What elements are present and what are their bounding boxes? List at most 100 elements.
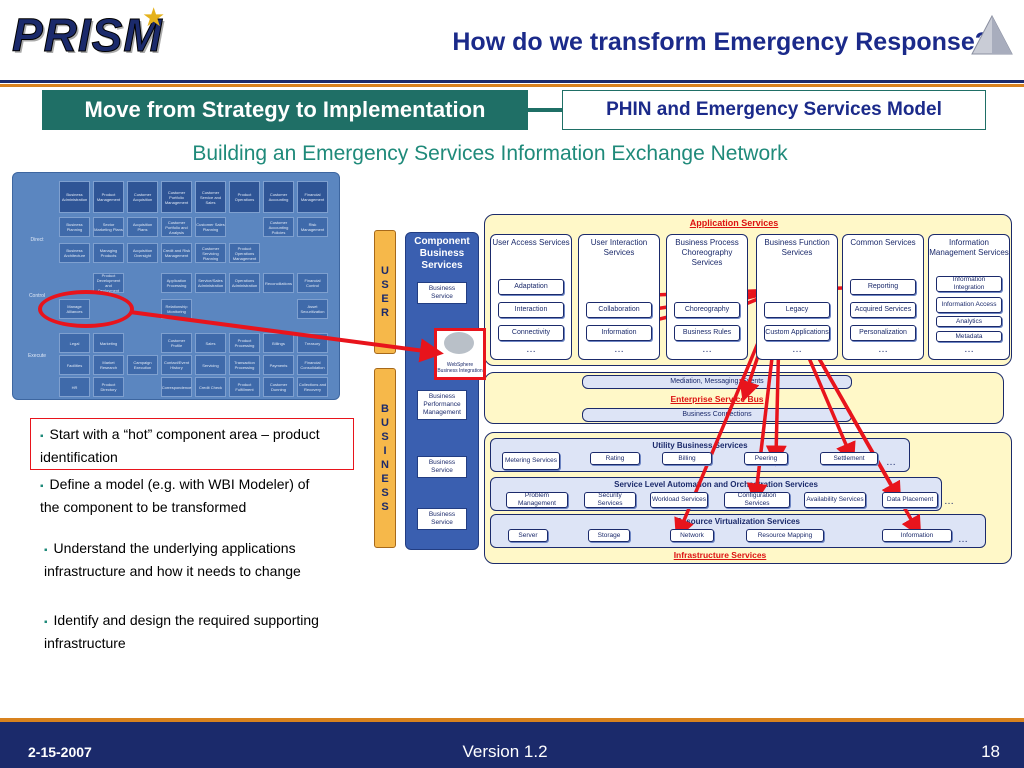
resource-virtualization-item: Server (508, 529, 548, 542)
resource-virtualization-title: Resource Virtualization Services (676, 517, 800, 526)
app-service-item: Reporting (850, 279, 916, 295)
model-banner: PHIN and Emergency Services Model (562, 90, 986, 130)
map-cell: Product Operations Management (229, 243, 260, 263)
map-cell: Operations Administration (229, 273, 260, 293)
ellipsis: … (878, 344, 888, 355)
map-cell: Marketing (93, 333, 124, 353)
sla-service-item: Security Services (584, 492, 636, 508)
map-cell: Reconciliations (263, 273, 294, 293)
map-column-header: Business Administration (59, 181, 90, 213)
app-service-item: Information Integration (936, 276, 1002, 292)
map-cell: Product Directory (93, 377, 124, 397)
map-cell: Transaction Processing (229, 355, 260, 375)
utility-service-item: Metering Services (502, 452, 560, 470)
map-cell: Service/Sales Administration (195, 273, 226, 293)
business-service-box: Business Service (417, 282, 467, 304)
map-cell: Asset Securitization (297, 299, 328, 319)
map-cell: Product Processing (229, 333, 260, 353)
business-letter: S (381, 431, 389, 443)
map-cell: Billings (263, 333, 294, 353)
app-service-item: Choreography (674, 302, 740, 318)
resource-virtualization-item: Resource Mapping (746, 529, 824, 542)
business-letter: S (381, 501, 389, 513)
map-column-header: Product Operations (229, 181, 260, 213)
business-letter: S (381, 487, 389, 499)
page-title: How do we transform Emergency Response? (452, 28, 990, 56)
slide-subtitle: Building an Emergency Services Informati… (192, 142, 788, 165)
sla-service-item: Problem Management (506, 492, 568, 508)
footer-version: Version 1.2 (462, 742, 548, 761)
esb-label: Enterprise Service Bus (670, 394, 764, 404)
app-service-column-title: Common Services (850, 238, 916, 247)
map-column-header: Customer Accounting (263, 181, 294, 213)
app-service-item: Legacy (764, 302, 830, 318)
ellipsis: … (958, 534, 968, 545)
prism-logo: PRISM (12, 9, 163, 62)
map-cell: Customer Profile (161, 333, 192, 353)
business-letter: N (381, 459, 389, 471)
map-cell: Payments (263, 355, 294, 375)
business-performance-box: Business Performance Management (417, 390, 467, 420)
business-letter: I (383, 445, 387, 457)
business-letter: B (381, 403, 389, 415)
business-connections-label: Business Connections (682, 411, 752, 418)
app-service-item: Metadata (936, 331, 1002, 342)
map-cell: Acquisition Oversight (127, 243, 158, 263)
ellipsis: … (886, 457, 896, 468)
ellipsis: … (792, 344, 802, 355)
map-row-label: Execute (27, 353, 47, 359)
app-service-item: Adaptation (498, 279, 564, 295)
map-cell: Customer Dunning (263, 377, 294, 397)
footer-bar (0, 722, 1024, 768)
map-cell: Financial Control (297, 273, 328, 293)
utility-services-title: Utility Business Services (652, 441, 748, 450)
map-cell: Credit Check (195, 377, 226, 397)
app-service-column-title: Business Process Choreography Services (675, 238, 739, 267)
map-row-label: Control (28, 293, 46, 299)
map-cell: Product Development and Deployment (93, 273, 124, 293)
users-letter: S (381, 279, 389, 291)
map-column-header: Financial Management (297, 181, 328, 213)
map-cell: Correspondence (161, 377, 192, 397)
map-cell: Facilities (59, 355, 90, 375)
map-cell: Customer Portfolio and Analysis (161, 217, 192, 237)
pyramid-icon (971, 14, 1013, 55)
app-service-column (842, 234, 924, 360)
app-service-column-title: Business Function Services (764, 238, 830, 257)
map-cell: Contact/Event History (161, 355, 192, 375)
map-cell: Business Architecture (59, 243, 90, 263)
sla-service-item: Configuration Services (724, 492, 790, 508)
map-cell: Managing Products (93, 243, 124, 263)
map-cell: Relationship Monitoring (161, 299, 192, 319)
websphere-label: WebSphere Business Integration (437, 362, 483, 374)
app-service-item: Business Rules (674, 325, 740, 341)
map-cell: Customer Sales Planning (195, 217, 226, 237)
ellipsis: … (526, 344, 536, 355)
resource-virtualization-item: Storage (588, 529, 630, 542)
app-service-item: Information Access (936, 297, 1002, 313)
map-cell: Application Processing (161, 273, 192, 293)
bullet-1: ▪Start with a “hot” component area – pro… (40, 426, 320, 465)
map-cell: Sector Marketing Plans (93, 217, 124, 237)
utility-service-item: Peering (744, 452, 788, 465)
map-cell: Business Planning (59, 217, 90, 237)
map-cell: Sales (195, 333, 226, 353)
footer-date: 2-15-2007 (28, 744, 92, 760)
map-cell: Market Research (93, 355, 124, 375)
map-cell: Treasury (297, 333, 328, 353)
users-letter: R (381, 307, 389, 319)
header-rule-accent (0, 84, 1024, 87)
map-cell: Customer Servicing Planning (195, 243, 226, 263)
resource-virtualization-item: Information (882, 529, 952, 542)
map-column-header: Customer Acquisition (127, 181, 158, 213)
map-column-header: Customer Portfolio Management (161, 181, 192, 213)
app-service-column-title: User Interaction Services (590, 238, 648, 257)
map-cell: Risk Management (297, 217, 328, 237)
app-service-item: Interaction (498, 302, 564, 318)
app-service-item: Acquired Services (850, 302, 916, 318)
users-letter: U (381, 265, 389, 277)
app-service-item: Custom Applications (764, 325, 830, 341)
